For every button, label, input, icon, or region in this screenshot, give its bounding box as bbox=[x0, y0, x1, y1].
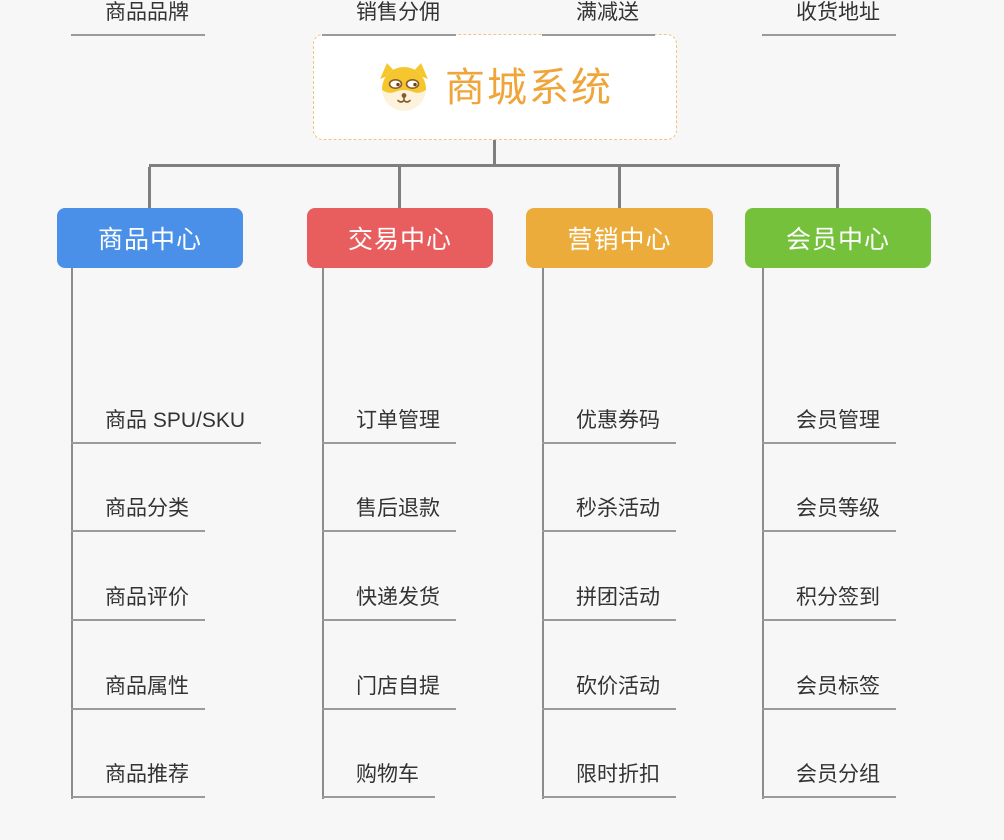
list-item[interactable]: 商品品牌 bbox=[71, 0, 205, 36]
connector-stub-4 bbox=[836, 167, 839, 208]
item-label: 商品评价 bbox=[105, 586, 189, 609]
list-item[interactable]: 售后退款 bbox=[322, 496, 456, 532]
list-item[interactable]: 拼团活动 bbox=[542, 585, 676, 621]
branch-node-marketing-center[interactable]: 营销中心 bbox=[526, 208, 713, 268]
connector-column-line bbox=[71, 268, 73, 799]
branch-column-trade: 订单管理 售后退款 快递发货 门店自提 购物车 销售分佣 bbox=[322, 0, 562, 840]
list-item[interactable]: 商品推荐 bbox=[71, 762, 205, 798]
list-item[interactable]: 会员管理 bbox=[762, 408, 896, 444]
connector-stub-1 bbox=[148, 167, 151, 208]
connector-stub-2 bbox=[398, 167, 401, 208]
list-item[interactable]: 满减送 bbox=[542, 0, 655, 36]
item-label: 门店自提 bbox=[356, 675, 440, 698]
item-label: 购物车 bbox=[356, 763, 419, 786]
item-label: 会员分组 bbox=[796, 763, 880, 786]
item-label: 商品品牌 bbox=[105, 1, 189, 24]
branch-label: 交易中心 bbox=[347, 226, 452, 254]
item-label: 满减送 bbox=[576, 1, 639, 24]
list-item[interactable]: 收货地址 bbox=[762, 0, 896, 36]
branch-node-trade-center[interactable]: 交易中心 bbox=[307, 208, 493, 268]
shiba-dog-face-icon bbox=[380, 63, 428, 111]
list-item[interactable]: 订单管理 bbox=[322, 408, 456, 444]
list-item[interactable]: 会员分组 bbox=[762, 762, 896, 798]
connector-column-line bbox=[542, 268, 544, 799]
item-label: 积分签到 bbox=[796, 586, 880, 609]
item-label: 销售分佣 bbox=[356, 1, 440, 24]
item-label: 限时折扣 bbox=[576, 763, 660, 786]
list-item[interactable]: 购物车 bbox=[322, 762, 435, 798]
list-item[interactable]: 砍价活动 bbox=[542, 674, 676, 710]
item-label: 商品属性 bbox=[105, 675, 189, 698]
list-item[interactable]: 商品分类 bbox=[71, 496, 205, 532]
branch-label: 会员中心 bbox=[785, 226, 890, 254]
list-item[interactable]: 商品属性 bbox=[71, 674, 205, 710]
connector-stub-3 bbox=[618, 167, 621, 208]
list-item[interactable]: 快递发货 bbox=[322, 585, 456, 621]
item-label: 秒杀活动 bbox=[576, 497, 660, 520]
item-label: 快递发货 bbox=[356, 586, 440, 609]
connector-column-line bbox=[322, 268, 324, 799]
item-label: 商品推荐 bbox=[105, 763, 189, 786]
page-title: 商城系统 bbox=[445, 66, 613, 110]
item-label: 优惠券码 bbox=[576, 409, 660, 432]
item-label: 会员标签 bbox=[796, 675, 880, 698]
branch-label: 营销中心 bbox=[567, 226, 672, 254]
list-item[interactable]: 优惠券码 bbox=[542, 408, 676, 444]
root-node-mall-system[interactable]: 商城系统 bbox=[313, 34, 677, 140]
item-label: 售后退款 bbox=[356, 497, 440, 520]
connector-column-line bbox=[762, 268, 764, 799]
branch-label: 商品中心 bbox=[97, 226, 202, 254]
item-label: 会员等级 bbox=[796, 497, 880, 520]
item-label: 商品分类 bbox=[105, 497, 189, 520]
list-item[interactable]: 秒杀活动 bbox=[542, 496, 676, 532]
item-label: 商品 SPU/SKU bbox=[105, 409, 246, 432]
connector-root-trunk bbox=[493, 140, 496, 167]
list-item[interactable]: 积分签到 bbox=[762, 585, 896, 621]
branch-node-member-center[interactable]: 会员中心 bbox=[745, 208, 931, 268]
list-item[interactable]: 门店自提 bbox=[322, 674, 456, 710]
branch-node-product-center[interactable]: 商品中心 bbox=[57, 208, 243, 268]
list-item[interactable]: 商品评价 bbox=[71, 585, 205, 621]
item-label: 订单管理 bbox=[356, 409, 440, 432]
branch-column-product: 商品 SPU/SKU 商品分类 商品评价 商品属性 商品推荐 商品品牌 bbox=[71, 0, 311, 840]
connector-bus bbox=[149, 164, 840, 167]
list-item[interactable]: 会员标签 bbox=[762, 674, 896, 710]
branch-column-member: 会员管理 会员等级 积分签到 会员标签 会员分组 收货地址 bbox=[762, 0, 1002, 840]
item-label: 收货地址 bbox=[796, 1, 880, 24]
list-item[interactable]: 商品 SPU/SKU bbox=[71, 408, 262, 444]
item-label: 拼团活动 bbox=[576, 586, 660, 609]
list-item[interactable]: 限时折扣 bbox=[542, 762, 676, 798]
branch-column-marketing: 优惠券码 秒杀活动 拼团活动 砍价活动 限时折扣 满减送 bbox=[542, 0, 782, 840]
list-item[interactable]: 会员等级 bbox=[762, 496, 896, 532]
item-label: 会员管理 bbox=[796, 409, 880, 432]
list-item[interactable]: 销售分佣 bbox=[322, 0, 456, 36]
item-label: 砍价活动 bbox=[576, 675, 660, 698]
